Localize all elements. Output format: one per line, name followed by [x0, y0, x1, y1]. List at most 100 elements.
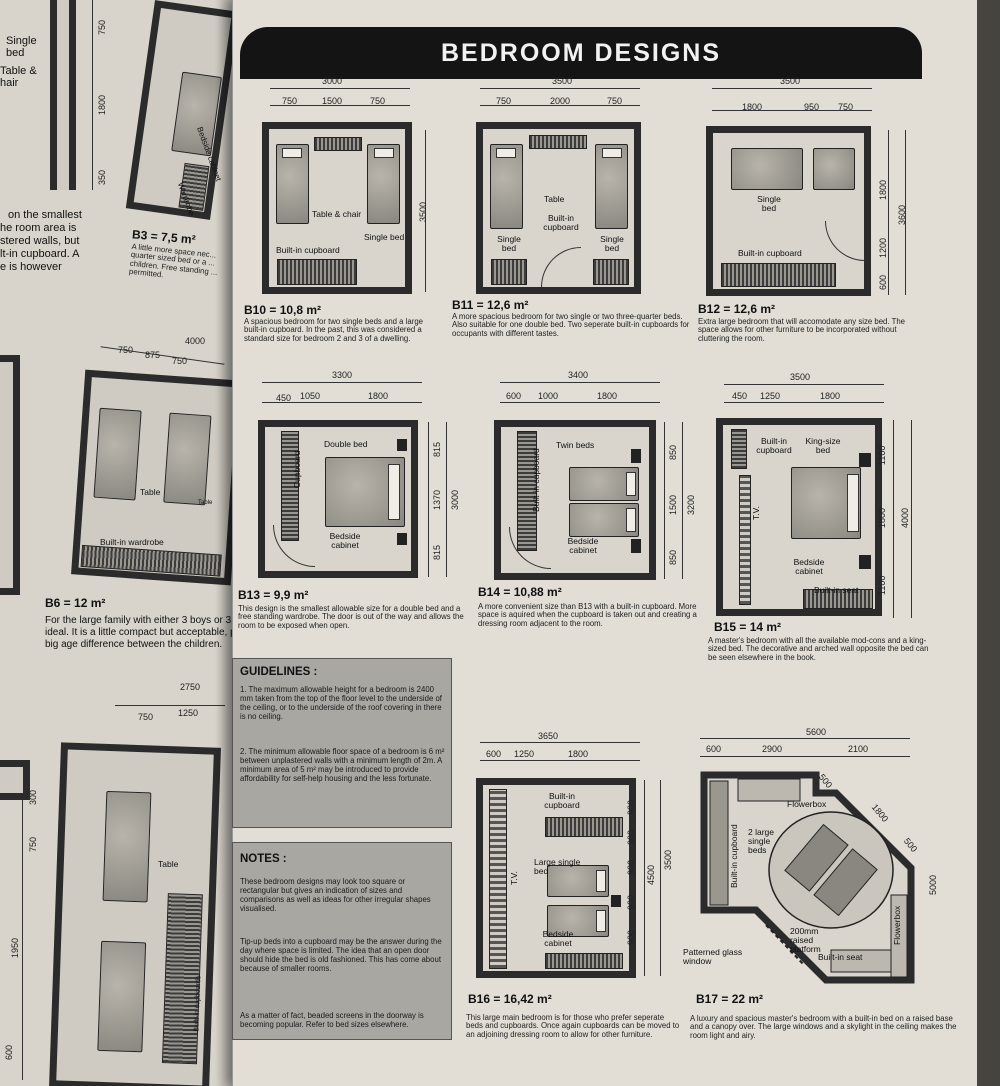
b15-pillow: [847, 474, 859, 532]
b16-label-bed: Large single bed: [534, 857, 581, 876]
b16-pillow-1: [596, 870, 606, 892]
b15-dim-1100a: 1100: [877, 445, 887, 465]
b13-bedside-bottom: [397, 533, 407, 545]
b11-table: [529, 135, 587, 149]
b17-dimline-total: [700, 738, 910, 739]
b10-label-single-bed: Single bed: [364, 232, 405, 242]
b10-dim-750a: 750: [282, 96, 298, 106]
b14-dim-1500: 1500: [668, 494, 678, 515]
b13-label-double-bed: Double bed: [324, 439, 368, 449]
b6-bed-1: [93, 407, 142, 501]
b15-cupboard: [731, 429, 747, 469]
b12-cupboard: [721, 263, 836, 287]
b17-flowerbox-side: [890, 894, 908, 978]
b14-dim-600: 600: [506, 391, 522, 401]
b6-dim-750b: 750: [172, 356, 188, 366]
b15-caption: B15 = 14 m²: [714, 620, 782, 634]
b16-plan: [476, 778, 636, 978]
b15-text: A master's bedroom with all the availabl…: [708, 636, 929, 662]
b17-caption: B17 = 22 m²: [696, 992, 764, 1006]
b11-dimline-parts: [480, 105, 640, 106]
b12-dim-3600-side: 3600: [897, 204, 907, 225]
page-title: BEDROOM DESIGNS: [240, 27, 922, 79]
b15-dim-total: 3500: [790, 372, 811, 382]
b6-caption: B6 = 12 m²: [45, 596, 106, 610]
b14-label-cupboard: Built-in cupboard: [531, 448, 541, 512]
b13-plan: [258, 420, 418, 578]
b6-dim-4000: 4000: [185, 336, 206, 346]
b13-dimline-total: [262, 382, 422, 383]
b13-dim-815a: 815: [432, 441, 442, 457]
b14-vdimline-1: [664, 422, 665, 579]
b10-dim-total: 3000: [322, 76, 343, 86]
intro-line-4: lt-in cupboard. A: [0, 248, 80, 260]
b14-pillow-1: [626, 472, 636, 496]
b10-vdimline: [425, 130, 426, 292]
b13-double-bed: [325, 457, 405, 527]
b12-dim-total: 3500: [780, 76, 801, 86]
b16-pillow-2: [596, 910, 606, 932]
b11-bed-right: [595, 144, 628, 229]
left-label-bed: bed: [6, 47, 25, 59]
intro-line-2: he room area is: [0, 222, 77, 234]
b10-cupboard: [277, 259, 357, 285]
b17-label-flowerbox-top: Flowerbox: [787, 799, 827, 809]
b12-dim-950: 950: [804, 102, 820, 112]
b12-vdimline-2: [905, 130, 906, 295]
bottom-dim-750: 750: [138, 712, 154, 722]
guidelines-heading: GUIDELINES :: [240, 666, 318, 678]
b13-dim-450: 450: [276, 393, 292, 403]
b16-dim-total: 3650: [538, 731, 559, 741]
b15-label-cupboard: Built-in cupboard: [756, 436, 792, 455]
b12-dimline-parts: [712, 110, 872, 111]
b17-label-beds: 2 large single beds: [748, 827, 774, 855]
b13-label-bedside: Bedside cabinet: [329, 531, 361, 550]
b17-flowerbox-top: [737, 778, 801, 802]
b6-label-table-2: Table: [198, 500, 213, 506]
notes-heading: NOTES :: [240, 853, 287, 865]
b13-vdimline-1: [428, 422, 429, 577]
b11-pillow-right: [602, 148, 622, 158]
left-label-chair: hair: [0, 77, 19, 89]
b12-door-swing: [825, 221, 865, 261]
b17-glass-window: [765, 924, 805, 966]
bottom-dim-1250: 1250: [178, 708, 199, 718]
b17-label-platform: 200mm raised platform: [790, 926, 821, 954]
b13-dim-1370: 1370: [432, 489, 442, 510]
b12-dim-600-side: 600: [878, 274, 888, 290]
left-partial-plan: [0, 355, 20, 595]
b16-dim-3500: 3500: [663, 849, 673, 870]
b16-dim-900a: 900: [626, 799, 636, 815]
b11-text: A more spacious bedroom for two single o…: [452, 312, 690, 338]
b15-vdimline-1: [893, 420, 894, 618]
bottom-dim-2750: 2750: [180, 682, 201, 692]
intro-line-5: e is however: [0, 261, 62, 273]
b16-dimline-total: [480, 742, 640, 743]
b17-dim-2100: 2100: [848, 744, 869, 754]
b17-label-window: Patterned glass window: [683, 947, 743, 966]
b6-wardrobe: [80, 544, 222, 577]
b14-bedside-bottom: [631, 539, 641, 553]
b15-dim-1800-side: 1800: [877, 507, 887, 528]
b15-built-in-seat: [803, 589, 873, 609]
b11-cupboard-right: [593, 259, 629, 285]
b16-cupboard-bottom: [545, 953, 623, 969]
b14-caption: B14 = 10,88 m²: [478, 585, 562, 599]
bottom-label-table: Table: [158, 859, 179, 869]
left-page: Single bed Table & hair 750 1800 350 Bed…: [0, 0, 245, 1086]
left-wall-top: [50, 0, 76, 190]
bottom-left-bed-2: [97, 940, 147, 1053]
notes-box: [232, 842, 452, 1040]
b13-pillow: [388, 464, 400, 520]
b16-text: This large main bedroom is for those who…: [466, 1013, 680, 1039]
b15-bedside-top: [859, 453, 871, 467]
b15-dim-1250: 1250: [760, 391, 781, 401]
b14-label-twin-beds: Twin beds: [556, 440, 595, 450]
b17-bed-2: [813, 848, 878, 917]
b10-pillow-right: [374, 148, 394, 158]
b17-dim-5000: 5000: [928, 874, 938, 895]
b16-label-tv: T.V.: [509, 871, 519, 885]
b12-text: Extra large bedroom that will accomodate…: [698, 317, 906, 343]
b11-cupboard-left: [491, 259, 527, 285]
b10-text: A spacious bedroom for two single beds a…: [244, 317, 424, 343]
